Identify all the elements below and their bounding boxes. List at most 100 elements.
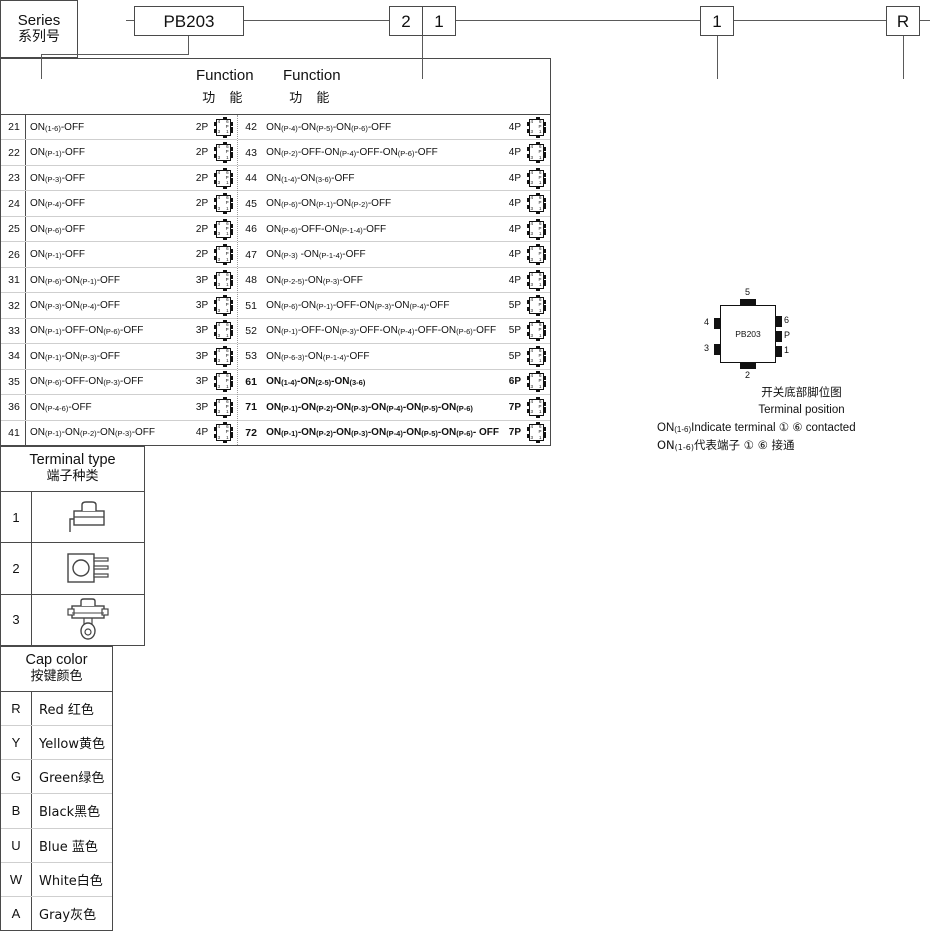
pin-pad: [542, 249, 546, 254]
pin-number-label: 1: [226, 332, 229, 338]
pin-number-label: 6: [226, 424, 229, 430]
pin-pad: [213, 147, 217, 152]
pad-right-mid: [775, 331, 782, 342]
pin-number-label: 6: [538, 144, 542, 150]
pin-number-label: P: [225, 200, 229, 206]
pin-pad: [213, 128, 217, 133]
code-box-terminal-type[interactable]: 1: [700, 6, 734, 36]
cap-color-key: W: [1, 862, 32, 896]
function-row-number: 47: [245, 248, 257, 261]
series-label-en: Series: [17, 11, 61, 29]
pin-pad: [229, 376, 233, 381]
function-row-description: ON(P-4)-ON(P-5)-ON(P-6)-OFF: [266, 121, 392, 133]
pin-pad: [229, 307, 233, 312]
pin-number-label: P: [538, 225, 542, 231]
cap-color-label: Yellow黄色: [39, 737, 106, 753]
pin-pad: [222, 396, 227, 400]
function-row-poles: 4P: [195, 427, 209, 439]
function-row-number: 45: [245, 197, 257, 210]
pin-label-top: 5: [745, 287, 751, 297]
cap-color-header-en: Cap color: [25, 651, 88, 668]
pin-pad: [213, 307, 217, 312]
pin-number-label: 4: [217, 398, 221, 404]
pin-pad: [526, 256, 530, 261]
function-row-poles: 3P: [195, 376, 209, 388]
pin-pad: [213, 274, 217, 279]
pin-pad: [222, 262, 227, 266]
function-row-number: 21: [3, 115, 26, 140]
pin-number-label: 3: [530, 358, 534, 364]
function-row-poles: 2P: [195, 249, 209, 261]
terminal-type-row[interactable]: 2: [1, 543, 144, 595]
screw-terminal-icon: [32, 595, 144, 645]
code-box-series[interactable]: PB203: [134, 6, 244, 36]
pin-number-label: P: [225, 251, 229, 257]
pin-pad: [222, 371, 227, 375]
pin-pad: [213, 427, 217, 432]
pin-number-label: 3: [530, 434, 534, 440]
pin-pad: [222, 320, 227, 324]
pin-pad: [222, 116, 227, 120]
function-row-description: ON(P-6)-ON(P-1)-OFF: [30, 274, 121, 286]
pin-number-label: P: [538, 276, 542, 282]
pad-top: [740, 299, 756, 306]
function-row-number: 44: [245, 172, 257, 185]
pin-label-left-bottom: 3: [704, 343, 710, 353]
pin-pad: [213, 230, 217, 235]
function-row-description: ON(P-4-6)-OFF: [30, 401, 92, 413]
pin-number-label: P: [225, 149, 229, 155]
function-row-number: 23: [3, 165, 26, 191]
terminal-type-row[interactable]: 1: [1, 492, 144, 544]
pin-number-label: 1: [538, 434, 542, 440]
pin-number-label: 1: [538, 180, 542, 186]
code-box-cap-color[interactable]: R: [886, 6, 920, 36]
terminal-type-row[interactable]: 3: [1, 594, 144, 645]
pin-pad: [526, 223, 530, 228]
pin-pad: [229, 121, 233, 126]
function-row-description: ON(P-6)-OFF-ON(P-3)-OFF: [30, 376, 144, 388]
code-box-function-digit2[interactable]: 1: [422, 6, 456, 36]
pin-number-label: 4: [217, 424, 221, 430]
code-box-function-digit1[interactable]: 2: [389, 6, 423, 36]
function-row-description: ON(P-3)-OFF: [30, 172, 85, 184]
